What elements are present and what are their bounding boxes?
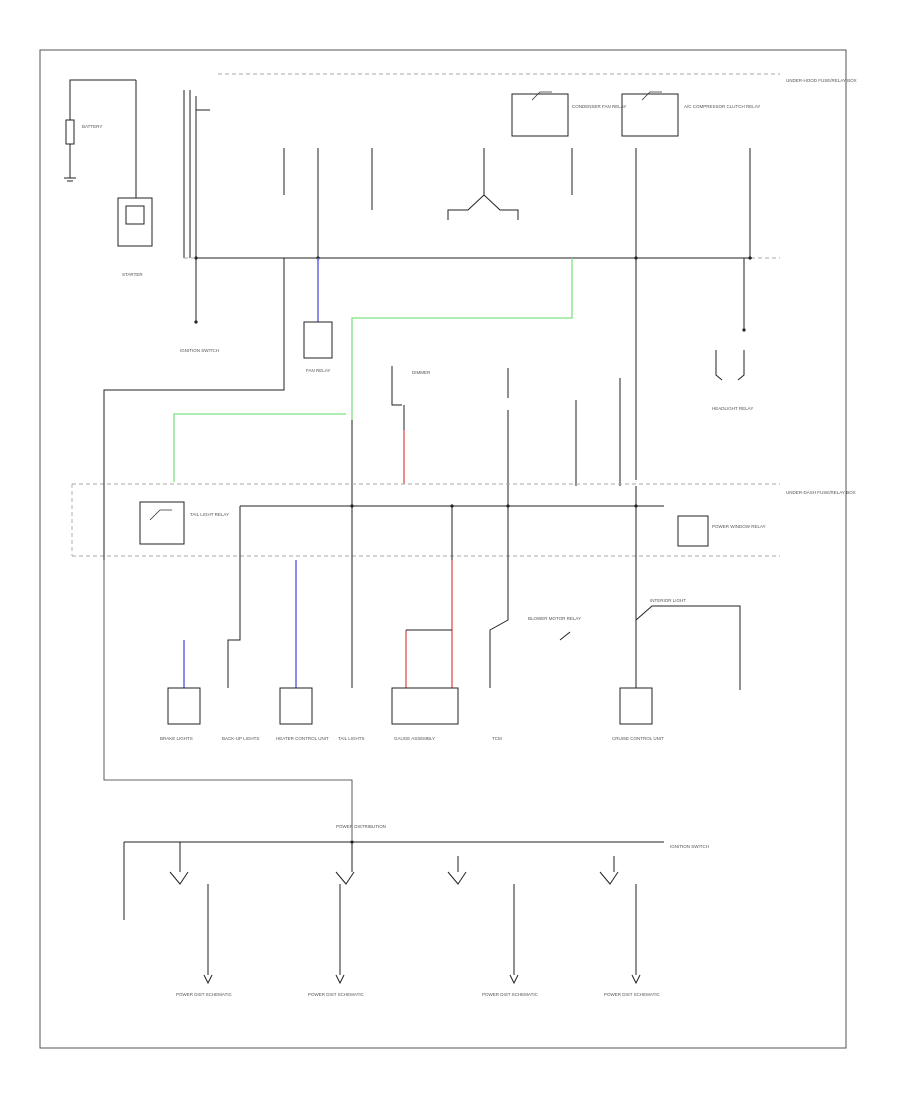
- tcm-box: [619, 687, 653, 725]
- middle-relays: DIMMER: [173, 366, 621, 486]
- condenser-fan-relay-box: [511, 93, 569, 137]
- battery-group: BATTERY STARTER: [64, 79, 153, 277]
- heater-control-box: [279, 687, 313, 725]
- dash-box-internal: TAIL LIGHT RELAY POWER WINDOW RELAY: [103, 480, 766, 560]
- power-window-relay-box: [677, 515, 709, 547]
- battery-symbol: [65, 119, 75, 145]
- dimmer-label: DIMMER: [412, 370, 431, 375]
- headlight-relay-label: HEADLIGHT RELAY: [712, 406, 753, 411]
- load-label-heater: HEATER CONTROL UNIT: [276, 736, 329, 741]
- bottom-ref-1: POWER DIST SCHEMATIC: [176, 992, 233, 997]
- ac-relay-label: A/C COMPRESSOR CLUTCH RELAY: [684, 104, 760, 109]
- top-descenders: FAN RELAY HEADLIGHT RELAY IGNITION SWITC…: [103, 258, 753, 480]
- tail-light-relay-box: [139, 501, 185, 545]
- green-wire-b: [173, 413, 346, 482]
- tail-light-relay-label: TAIL LIGHT RELAY: [190, 512, 229, 517]
- condenser-fan-relay-label: CONDENSER FAN RELAY: [572, 104, 626, 109]
- ignition-switch-section: IGNITION SWITCH POWER DISTRIBUTION POWER…: [123, 824, 709, 997]
- load-label-tcm: TCM: [492, 736, 502, 741]
- main-feed: [183, 90, 198, 260]
- bottom-ref-3: POWER DIST SCHEMATIC: [482, 992, 539, 997]
- starter-label: STARTER: [122, 272, 143, 277]
- green-wire-a: [351, 258, 573, 420]
- gauge-assembly-box: [391, 687, 459, 725]
- brake-light-box: [167, 687, 201, 725]
- battery-label: BATTERY: [82, 124, 102, 129]
- load-label-cruise: CRUISE CONTROL UNIT: [612, 736, 664, 741]
- bottom-ref-4: POWER DIST SCHEMATIC: [604, 992, 661, 997]
- ac-relay-box: [621, 93, 679, 137]
- lower-loads: BRAKE LIGHTS BACK-UP LIGHTS HEATER CONTR…: [160, 560, 741, 741]
- dash-fuse-box-label: UNDER-DASH FUSE/RELAY BOX: [786, 490, 856, 495]
- power-window-relay-label: POWER WINDOW RELAY: [712, 524, 766, 529]
- load-label-gauge: GAUGE ASSEMBLY: [394, 736, 435, 741]
- bottom-ref-2: POWER DIST SCHEMATIC: [308, 992, 365, 997]
- load-label-backup: BACK-UP LIGHTS: [222, 736, 259, 741]
- load-label-tail: TAIL LIGHTS: [338, 736, 365, 741]
- blower-relay-label: BLOWER MOTOR RELAY: [528, 616, 581, 621]
- fuse-box-label: UNDER-HOOD FUSE/RELAY BOX: [786, 78, 857, 83]
- ignition-switch-label: IGNITION SWITCH: [670, 844, 709, 849]
- return-wire: [103, 560, 353, 840]
- power-distribution-label: POWER DISTRIBUTION: [336, 824, 386, 829]
- top-fuses: CONDENSER FAN RELAY A/C COMPRESSOR CLUTC…: [196, 91, 760, 260]
- fan-relay-box: [303, 321, 333, 359]
- ignition-switch-top-label: IGNITION SWITCH: [180, 348, 219, 353]
- load-label-brake: BRAKE LIGHTS: [160, 736, 193, 741]
- fan-relay-label: FAN RELAY: [306, 368, 330, 373]
- page-border: [39, 49, 847, 1049]
- interior-light-label: INTERIOR LIGHT: [650, 598, 686, 603]
